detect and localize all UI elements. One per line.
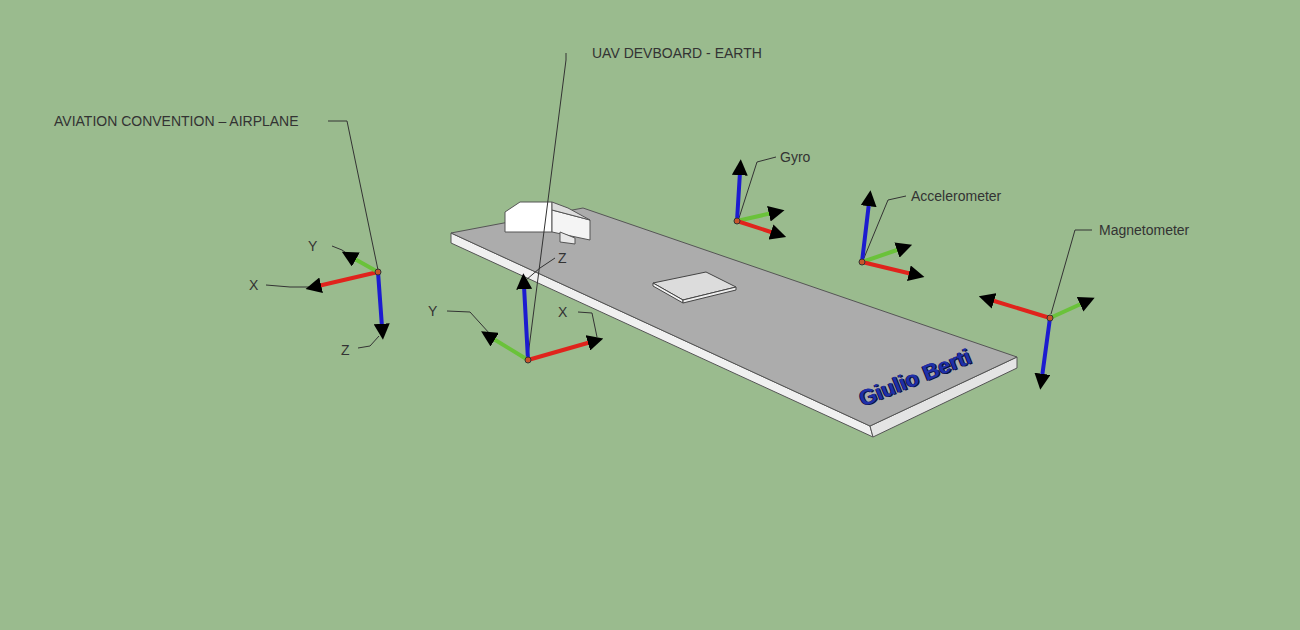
axis-letter: X bbox=[558, 304, 567, 320]
axis-letter: Y bbox=[308, 238, 317, 254]
frame-label: AVIATION CONVENTION – AIRPLANE bbox=[54, 113, 299, 129]
sensor-label: Gyro bbox=[780, 149, 810, 165]
sensor-label: Accelerometer bbox=[911, 188, 1001, 204]
axis-letter: Z bbox=[341, 342, 350, 358]
axis-letter: Z bbox=[558, 250, 567, 266]
axis-letter: Y bbox=[428, 303, 437, 319]
sensor-label: Magnetometer bbox=[1099, 222, 1189, 238]
frame-label: UAV DEVBOARD - EARTH bbox=[592, 45, 762, 61]
axis-letter: X bbox=[249, 277, 258, 293]
